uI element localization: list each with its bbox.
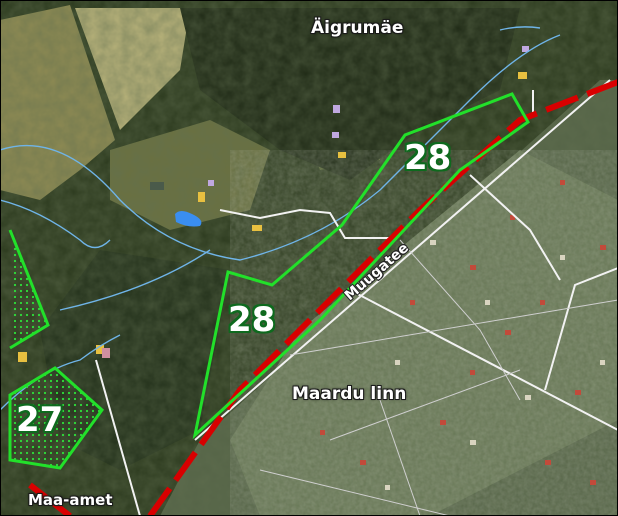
railway xyxy=(147,79,618,516)
roads xyxy=(95,79,618,516)
railway-west xyxy=(28,482,72,516)
zone-27-polygon[interactable] xyxy=(8,366,105,470)
pond xyxy=(175,211,202,227)
minor-roads xyxy=(259,239,618,516)
zone-west-polygon[interactable] xyxy=(8,229,50,350)
house-roofs xyxy=(320,180,606,485)
small-buildings xyxy=(18,46,529,362)
house-roofs-light xyxy=(385,240,605,490)
zone-28-lower-polygon[interactable] xyxy=(192,92,530,440)
